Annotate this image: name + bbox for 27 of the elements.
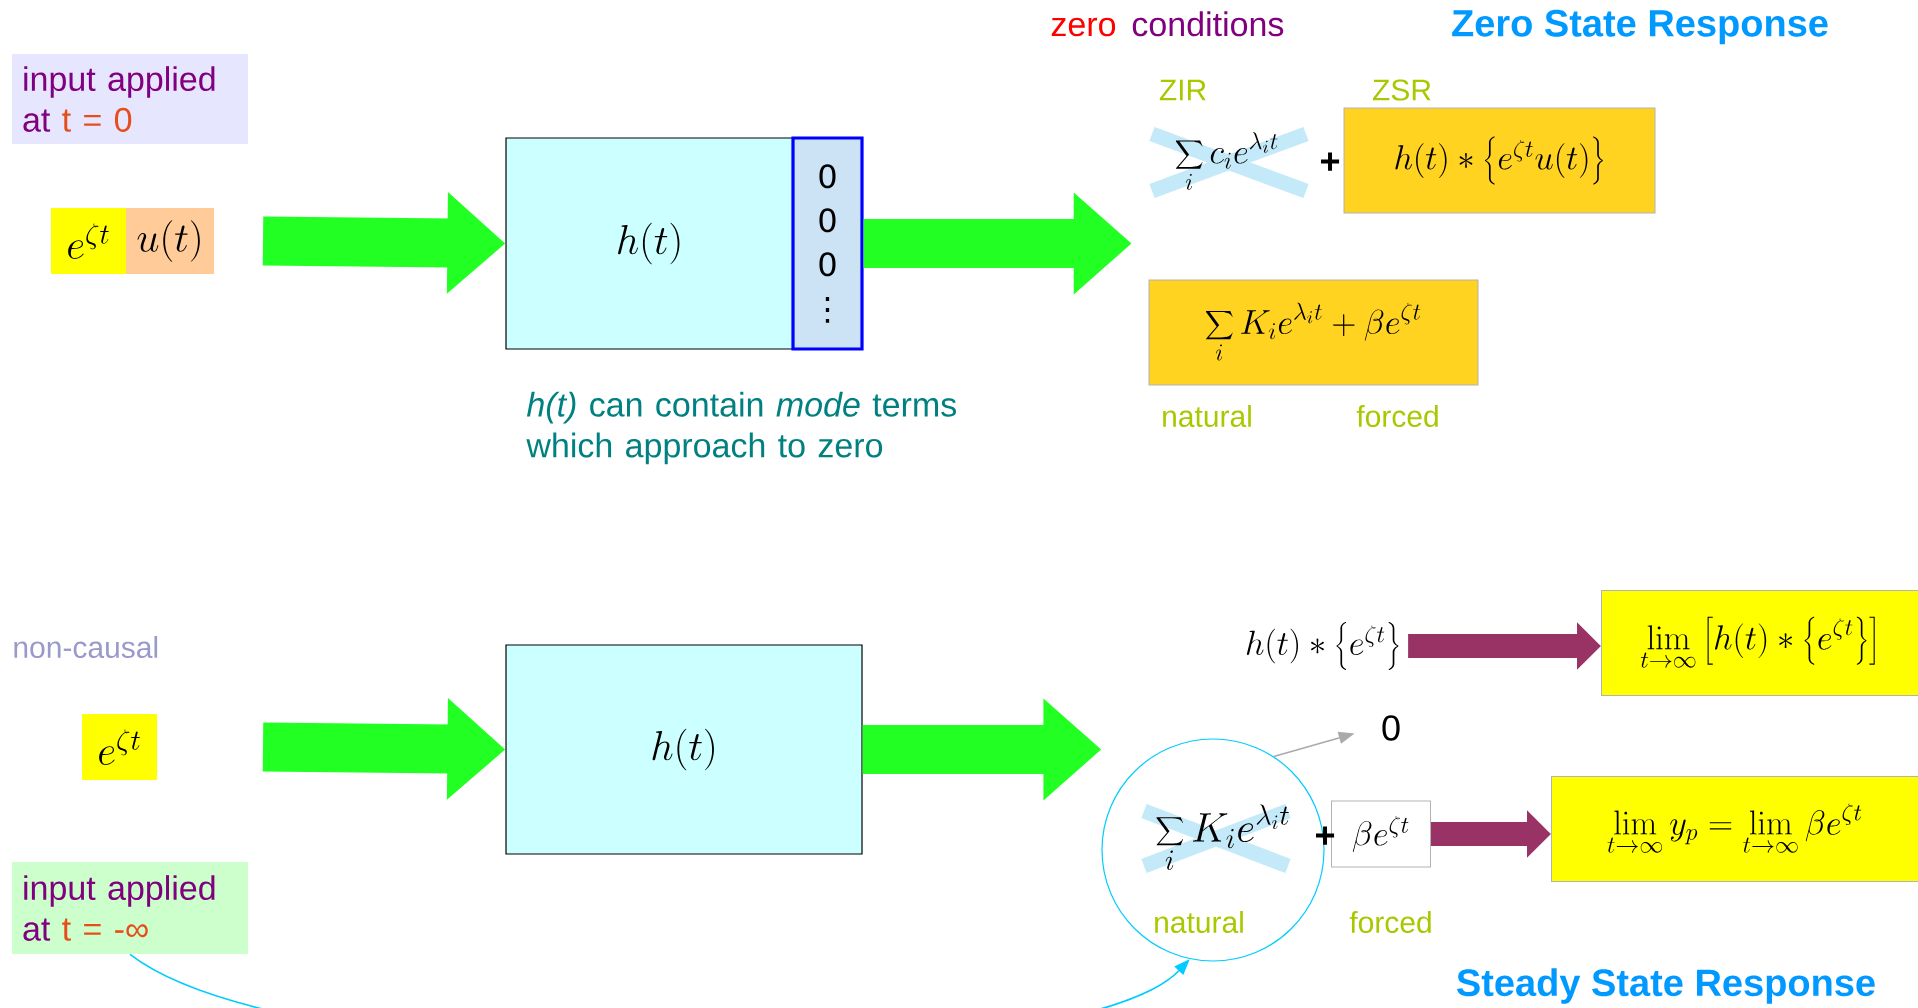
title-text: Steady State Response xyxy=(1457,968,1875,1004)
system-box: $h(t)$ xyxy=(505,137,794,350)
term-label: forced xyxy=(1356,405,1438,427)
note-text: h(t) can contain mode terms which approach to zero xyxy=(526,391,956,465)
input-box: $e^{\zeta t}$ xyxy=(51,208,126,274)
title-text: Zero State Response xyxy=(1452,9,1828,45)
arrow xyxy=(129,953,1190,1008)
note-box: input applied at t = 0 xyxy=(12,54,248,144)
system-box: $h(t)$ xyxy=(505,644,863,855)
term-label: ZSR xyxy=(1372,79,1431,101)
formula-box: $\lim_{t \to \infty} \left[ h(t) \ast \left\{ e^{\zeta t} \right\} \right]$ xyxy=(1601,590,1918,696)
term-label: natural xyxy=(1163,405,1251,427)
value-text: 0 xyxy=(1382,715,1400,741)
formula-box: $h(t) \ast \left\{ e^{\zeta t} u(t) \right\}$ xyxy=(1343,107,1656,214)
note-text: non-causal xyxy=(14,636,158,658)
term-label: ZIR xyxy=(1159,79,1206,101)
formula: $\sum_i c_i e^{\lambda_i t}$ xyxy=(1175,132,1278,190)
formula-box: $\sum_i K_i e^{\lambda_i t} + \beta e^{\zeta t}$ xyxy=(1148,279,1479,386)
term-label: forced xyxy=(1349,911,1431,933)
heading-text: conditions xyxy=(1132,11,1284,37)
input-box: $e^{\zeta t}$ xyxy=(82,714,157,780)
heading-text: zero xyxy=(1051,17,1116,37)
state-box: 0 0 0 ⋮ xyxy=(791,136,864,351)
formula-box: $\lim_{t \to \infty} y_p = \lim_{t \to \infty} \beta e^{\zeta t}$ xyxy=(1551,776,1918,882)
input-box: $u(t)$ xyxy=(126,208,214,274)
formula: $h(t) \ast \left\{ e^{\zeta t} \right\}$ xyxy=(1246,622,1399,670)
note-box: input applied at t = -∞ xyxy=(12,862,248,954)
